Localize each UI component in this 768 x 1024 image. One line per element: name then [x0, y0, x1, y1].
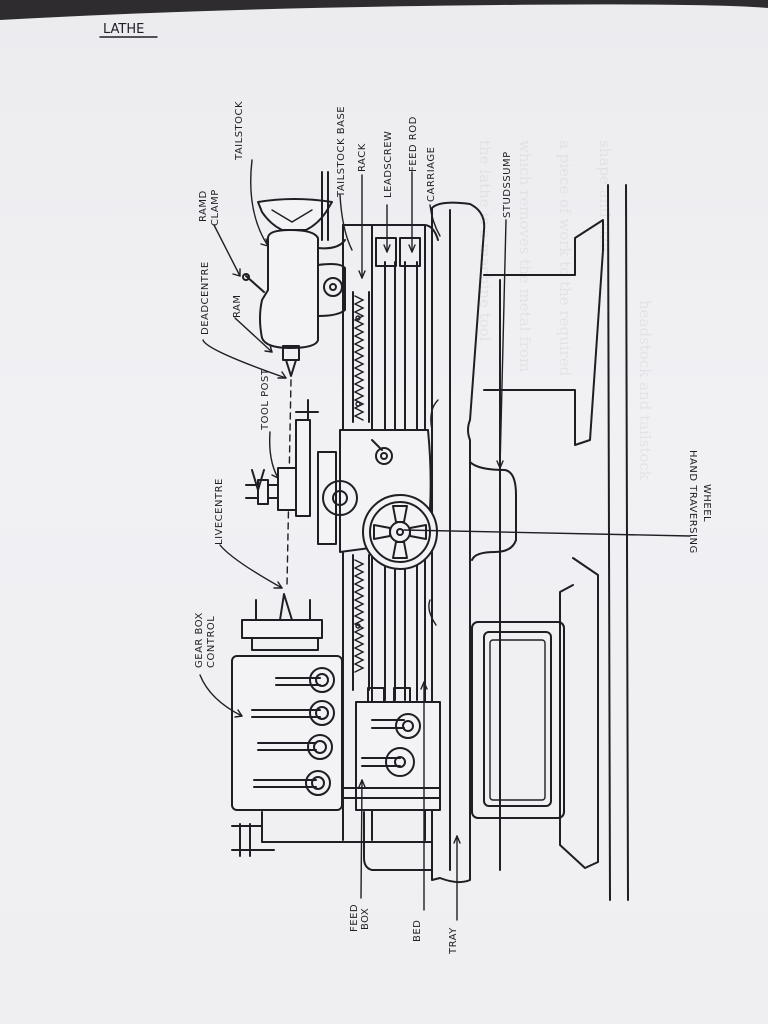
label-feed-rod: FEED ROD	[408, 116, 419, 172]
label-dead-centre: DEADCENTRE	[200, 261, 211, 335]
label-gear-box-line1: GEAR BOX	[194, 612, 205, 668]
studs-sump	[469, 461, 517, 561]
tray	[471, 621, 565, 819]
tailstock	[242, 171, 346, 377]
label-tray: TRAY	[448, 927, 459, 955]
svg-text:the lathe is a machine tool: the lathe is a machine tool	[476, 140, 494, 342]
labels: TAILSTOCK TAILSTOCK BASE RACK LEADSCREW …	[194, 101, 712, 955]
label-tailstock: TAILSTOCK	[234, 101, 245, 161]
gear-box	[231, 655, 343, 811]
label-hand-traversing-line2: WHEEL	[701, 484, 712, 522]
hand-traversing-wheel	[362, 494, 438, 570]
leader-lines	[199, 159, 691, 921]
label-ram: RAM	[232, 294, 243, 318]
svg-text:which removes the metal from: which removes the metal from	[516, 140, 534, 372]
stand-legs	[483, 219, 604, 871]
tool-post	[245, 399, 337, 545]
label-studs-sump: STUDSSUMP	[502, 151, 513, 218]
rack	[352, 291, 370, 691]
label-carriage: CARRIAGE	[426, 147, 437, 202]
dark-background-corner	[0, 0, 768, 20]
svg-text:a piece of work to the require: a piece of work to the required	[556, 140, 574, 377]
label-gear-box-line2: CONTROL	[206, 616, 217, 668]
floor-lines	[607, 184, 629, 901]
label-rack: RACK	[357, 143, 368, 172]
label-live-centre: LIVECENTRE	[214, 478, 225, 545]
label-leadscrew: LEADSCREW	[383, 131, 394, 198]
svg-text:shape and size: shape and size	[596, 140, 614, 252]
bed	[431, 201, 486, 884]
label-tailstock-base: TAILSTOCK BASE	[336, 106, 347, 198]
label-ramd-clamp-line1: RAMD	[198, 190, 209, 222]
feed-box	[341, 701, 441, 811]
bleed-through-text: the lathe is a machine tool which remove…	[476, 140, 654, 481]
label-feed-box-line2: BOX	[360, 908, 371, 930]
label-ramd-clamp-line2: CLAMP	[210, 189, 221, 226]
label-hand-traversing-line1: HAND TRAVERSING	[687, 450, 698, 554]
label-feed-box-line1: FEED	[349, 904, 360, 932]
label-bed: BED	[412, 920, 423, 942]
headstock-base	[231, 811, 433, 871]
page-title: LATHE	[103, 22, 144, 37]
live-centre-and-chuck	[241, 593, 323, 651]
svg-text:headstock and tailstock: headstock and tailstock	[636, 300, 654, 481]
label-tool-post: TOOL POST	[260, 368, 271, 431]
